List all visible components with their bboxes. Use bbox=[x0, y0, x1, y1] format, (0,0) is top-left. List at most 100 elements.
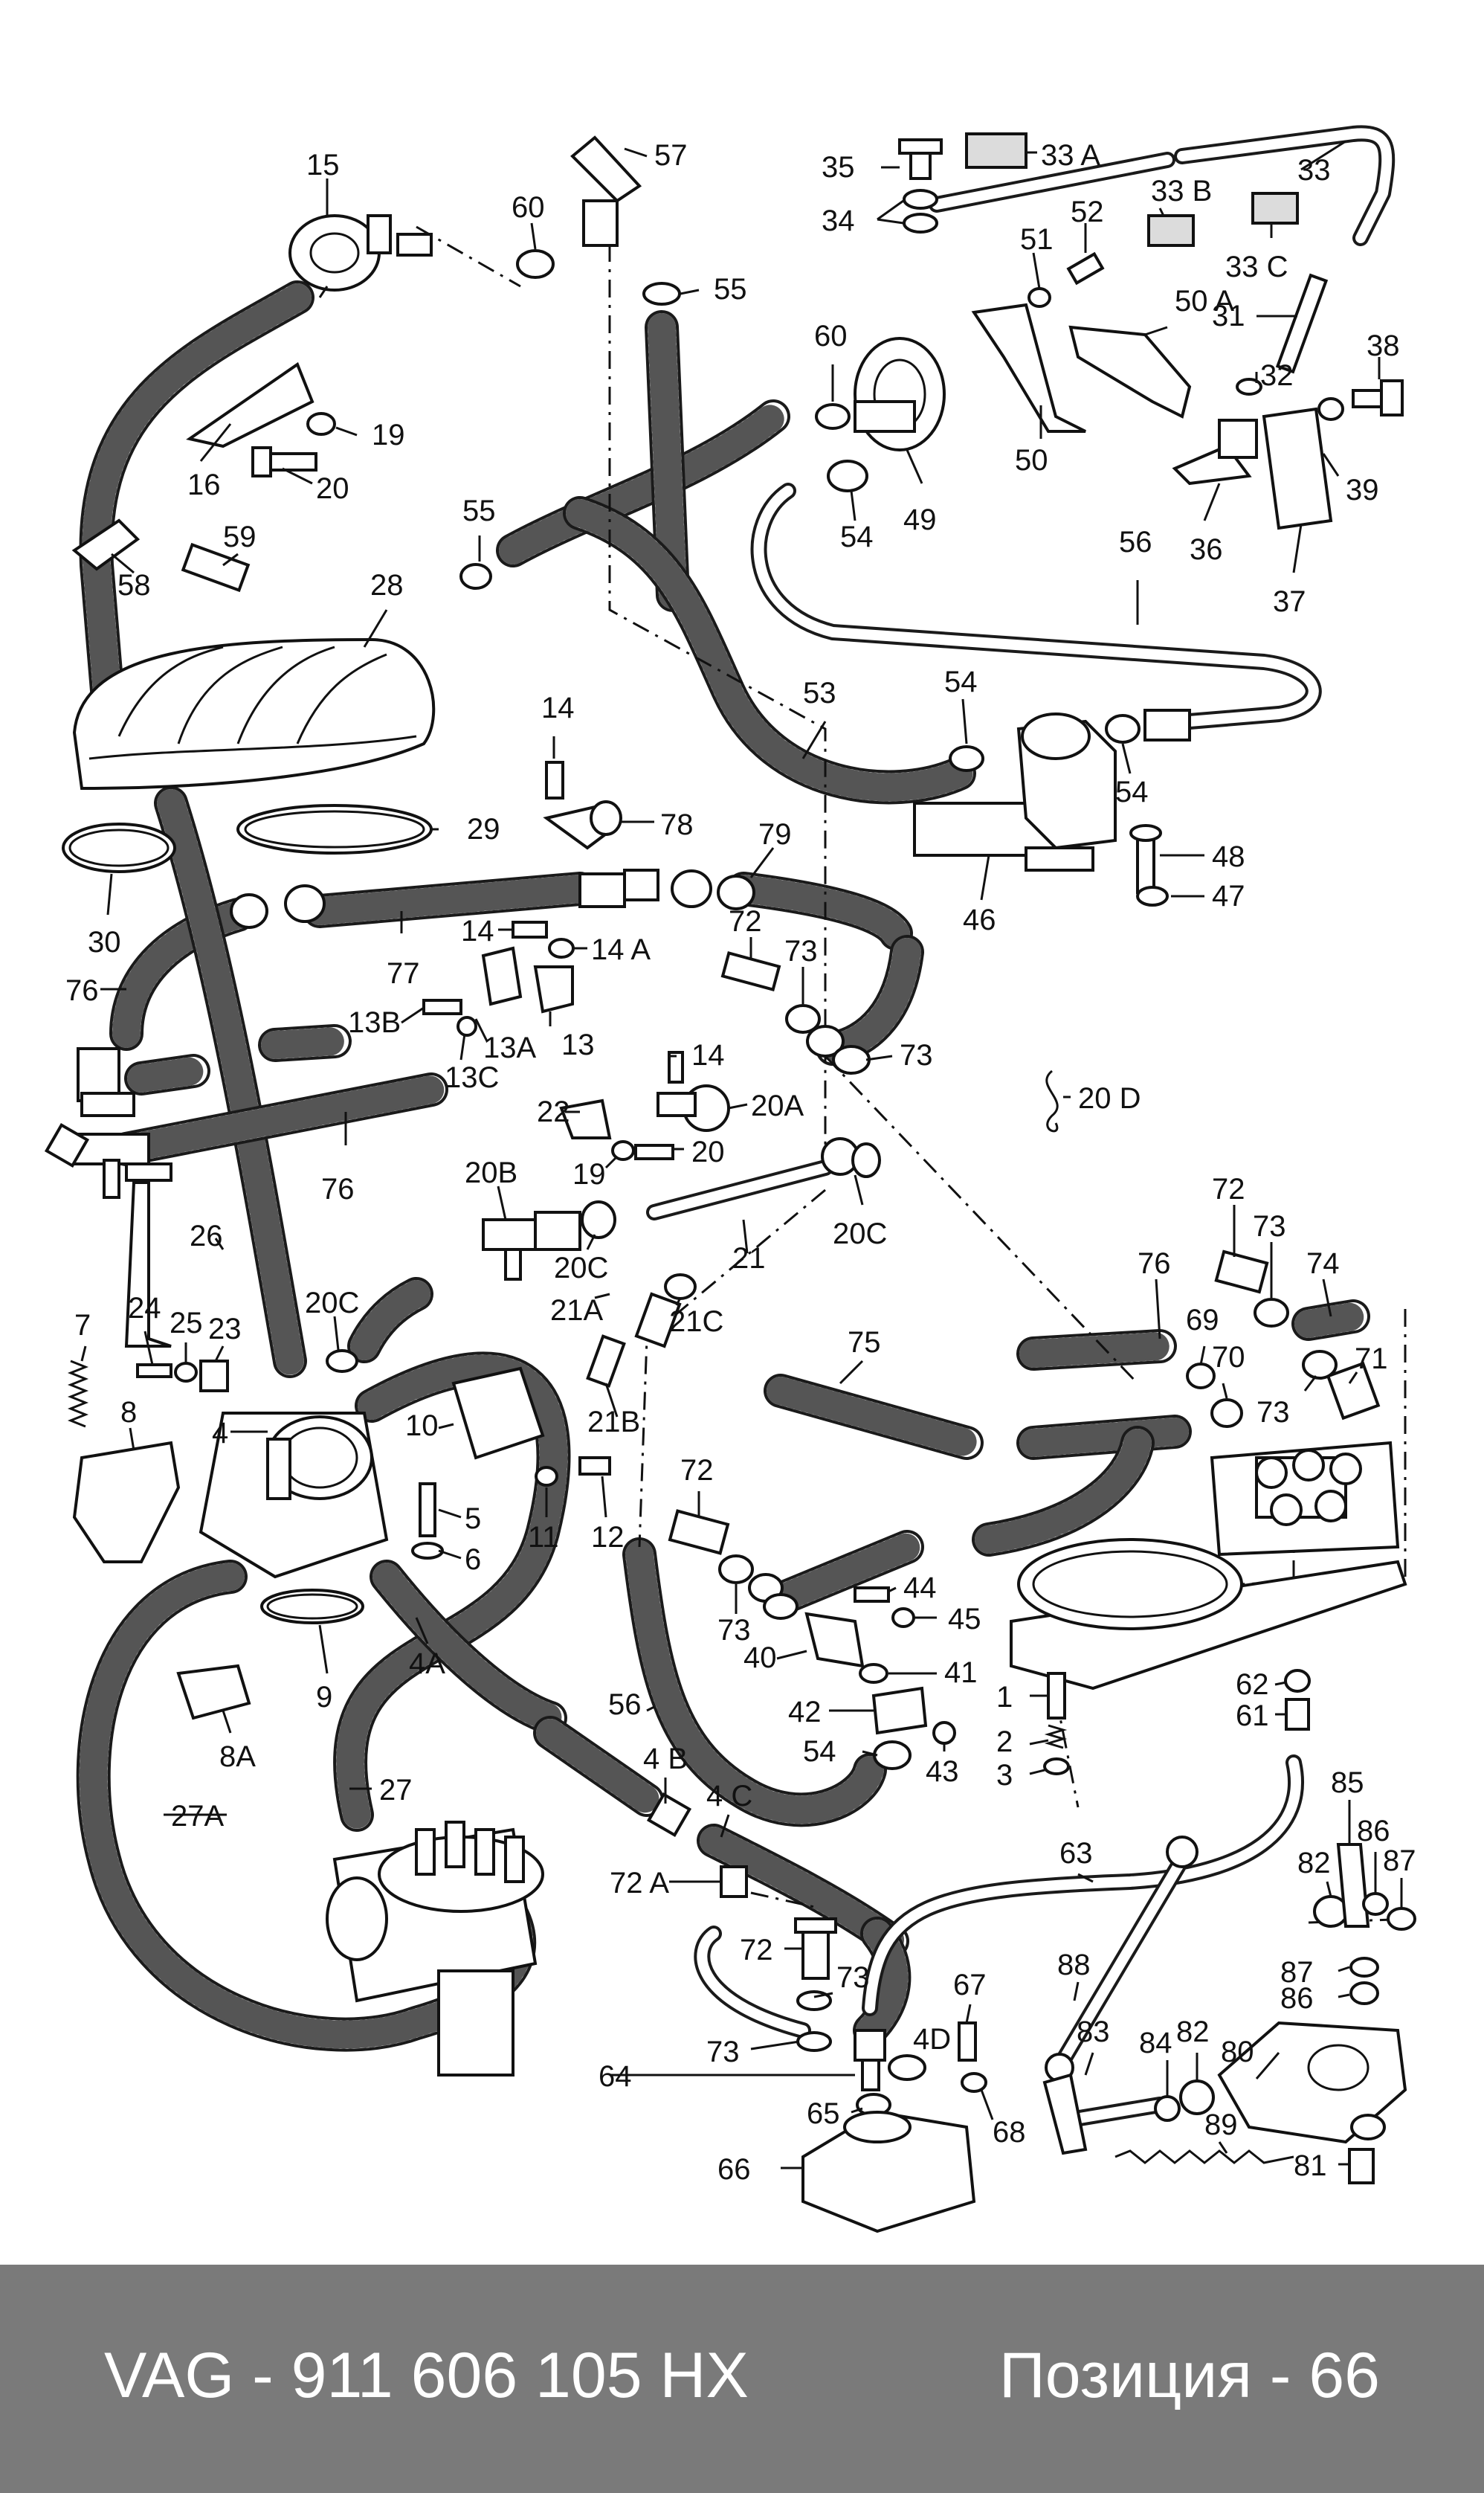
callout-27A: 27A bbox=[171, 1800, 224, 1833]
part-21-tube-end bbox=[821, 1137, 881, 1178]
callout-4D: 4D bbox=[913, 2023, 951, 2056]
hose-4A bbox=[370, 1560, 567, 1735]
part-78-connector bbox=[543, 800, 622, 850]
part-4D-clamp bbox=[888, 2054, 926, 2081]
callout-43: 43 bbox=[926, 1755, 959, 1788]
callout-76-mid: 76 bbox=[321, 1173, 355, 1206]
part-20-screw bbox=[634, 1144, 674, 1160]
callout-21: 21 bbox=[732, 1242, 766, 1275]
callout-73-mid: 73 bbox=[717, 1614, 751, 1647]
hose-76-right bbox=[1016, 1329, 1177, 1371]
part-41-ring bbox=[859, 1663, 888, 1684]
part-33C-block bbox=[1251, 192, 1299, 225]
part-83-lever bbox=[1042, 2073, 1168, 2155]
part-13-bracket bbox=[481, 946, 574, 1014]
callout-33: 33 bbox=[1297, 154, 1331, 187]
callout-22: 22 bbox=[537, 1096, 570, 1128]
part-47-nut bbox=[1136, 886, 1169, 907]
callout-32: 32 bbox=[1260, 359, 1294, 392]
part-38-bolt bbox=[1352, 379, 1404, 416]
part-86-nut bbox=[1349, 1892, 1389, 2005]
part-21C-ring bbox=[664, 1273, 697, 1300]
hose-58 bbox=[79, 280, 314, 761]
callout-16: 16 bbox=[187, 469, 221, 501]
part-33A-block bbox=[965, 132, 1027, 169]
callout-60-right: 60 bbox=[814, 320, 848, 353]
callout-80: 80 bbox=[1221, 2036, 1254, 2068]
callout-20C-mid: 20C bbox=[554, 1252, 608, 1284]
part-36-bracket bbox=[1172, 419, 1258, 486]
part-22-clamp bbox=[559, 1098, 612, 1139]
callout-70: 70 bbox=[1212, 1341, 1245, 1374]
part-28-air-box bbox=[72, 637, 436, 791]
part-55-clamp bbox=[642, 282, 681, 306]
part-26-bracket bbox=[124, 1181, 172, 1348]
callout-55: 55 bbox=[714, 273, 747, 306]
callout-4C: 4 C bbox=[706, 1780, 752, 1812]
part-52-bolt bbox=[1066, 251, 1105, 286]
callout-23: 23 bbox=[208, 1313, 242, 1345]
part-58-elbow bbox=[71, 518, 141, 571]
callout-19-mid: 19 bbox=[572, 1158, 606, 1191]
callout-20: 20 bbox=[316, 472, 349, 505]
callout-78: 78 bbox=[660, 808, 694, 841]
part-32-washer bbox=[1236, 378, 1262, 396]
part-intake-manifold bbox=[1010, 1441, 1407, 1691]
callout-20A: 20A bbox=[751, 1090, 804, 1122]
part-67-screw bbox=[958, 2021, 977, 2062]
callout-68: 68 bbox=[993, 2116, 1026, 2149]
part-73-washer-lower-right bbox=[1302, 1350, 1338, 1380]
callout-56: 56 bbox=[1119, 526, 1152, 559]
callout-13B: 13B bbox=[348, 1006, 401, 1039]
leader-lines bbox=[80, 140, 1403, 2169]
callout-85: 85 bbox=[1331, 1766, 1364, 1799]
callout-13: 13 bbox=[561, 1029, 595, 1061]
part-19-washer-mid bbox=[611, 1140, 635, 1161]
part-20A-connector bbox=[656, 1084, 730, 1132]
tube-33 bbox=[929, 125, 1396, 246]
callout-24: 24 bbox=[128, 1292, 161, 1325]
part-19-washer bbox=[306, 412, 336, 436]
callout-52: 52 bbox=[1071, 196, 1104, 228]
callout-72-right: 72 bbox=[1212, 1173, 1245, 1206]
part-20-bolt bbox=[251, 446, 317, 477]
callout-88: 88 bbox=[1057, 1949, 1091, 1981]
callout-79: 79 bbox=[758, 818, 792, 851]
callout-61: 61 bbox=[1236, 1699, 1269, 1732]
part-7-spring bbox=[67, 1360, 89, 1428]
callout-58: 58 bbox=[117, 569, 151, 602]
part-2-spring bbox=[1044, 1724, 1068, 1749]
part-11-washer bbox=[535, 1466, 558, 1487]
callout-13C: 13C bbox=[445, 1061, 499, 1094]
hose-26 bbox=[154, 786, 307, 1378]
part-77-fittings bbox=[230, 869, 755, 929]
callout-87: 87 bbox=[1383, 1844, 1416, 1877]
part-33B-block bbox=[1147, 214, 1195, 247]
part-69-fitting bbox=[1186, 1363, 1243, 1428]
part-73-washers-low bbox=[796, 1990, 832, 2052]
tube-21 bbox=[646, 1159, 833, 1220]
footer-bar: VAG - 911 606 105 HX Позиция - 66 bbox=[0, 2265, 1484, 2493]
part-61-fitting bbox=[1285, 1698, 1310, 1731]
callout-2: 2 bbox=[996, 1725, 1013, 1758]
part-1-screw bbox=[1047, 1672, 1066, 1720]
part-15-vacuum-unit bbox=[288, 214, 433, 298]
callout-81: 81 bbox=[1294, 2149, 1327, 2182]
rigid-tubes bbox=[646, 125, 1396, 2039]
tube-63 bbox=[862, 1754, 1305, 2016]
part-8A-switch bbox=[176, 1664, 251, 1720]
part-43-washer bbox=[932, 1721, 956, 1745]
part-42-block bbox=[871, 1686, 928, 1735]
callout-48: 48 bbox=[1212, 840, 1245, 873]
part-5-screw bbox=[419, 1482, 436, 1537]
callout-66: 66 bbox=[717, 2153, 751, 2186]
hoses bbox=[76, 280, 1370, 2052]
callout-56-lower: 56 bbox=[608, 1688, 642, 1721]
callout-25: 25 bbox=[170, 1307, 203, 1339]
hose-vertical-55 bbox=[645, 310, 690, 612]
callout-82-low: 82 bbox=[1176, 2016, 1210, 2048]
callout-41: 41 bbox=[944, 1656, 978, 1689]
callout-65: 65 bbox=[807, 2097, 840, 2130]
part-30-clamp bbox=[62, 823, 176, 873]
callout-89: 89 bbox=[1204, 2108, 1238, 2141]
